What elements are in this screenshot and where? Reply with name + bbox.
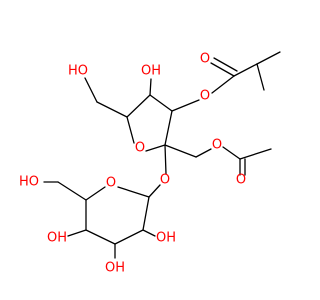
atom-label: OH — [105, 261, 125, 276]
bond — [142, 229, 156, 237]
structure-svg: HO OH O O O O O O HO O OH OH OH — [19, 51, 281, 276]
bond — [256, 51, 281, 65]
bond — [210, 62, 235, 77]
atom-label: O — [160, 173, 170, 188]
bond — [96, 101, 128, 118]
bond — [149, 94, 173, 112]
bond — [222, 146, 241, 160]
bond — [164, 144, 167, 175]
atom-label: O — [200, 89, 210, 104]
bond — [126, 116, 135, 144]
bond — [164, 144, 197, 158]
bond — [142, 196, 150, 231]
atom-label: O — [236, 173, 246, 188]
bond — [211, 75, 235, 94]
bond — [195, 148, 212, 158]
bond — [213, 57, 238, 72]
bond — [117, 186, 150, 198]
atom-label: OH — [141, 64, 161, 79]
bond — [114, 229, 144, 245]
bond — [126, 94, 151, 118]
bond — [149, 78, 152, 96]
atom-label: HO — [68, 64, 88, 79]
bonds — [43, 51, 281, 259]
bond — [85, 229, 116, 245]
bond — [85, 186, 106, 201]
atom-label: OH — [156, 231, 176, 246]
atom-label: OH — [47, 231, 67, 246]
atom-labels: HO OH O O O O O O HO O OH OH OH — [19, 52, 246, 276]
atom-label: HO — [19, 175, 39, 190]
bond — [256, 63, 265, 91]
bond — [148, 184, 161, 198]
bond — [145, 144, 166, 152]
bond — [164, 110, 173, 146]
atom-label: O — [212, 138, 222, 153]
molecule-diagram: HO OH O O O O O O HO O OH OH OH — [18, 51, 281, 276]
bond — [67, 229, 87, 237]
bond — [57, 181, 87, 201]
bond — [84, 77, 98, 103]
atom-label: O — [200, 52, 210, 67]
atom-label: O — [106, 176, 116, 191]
bond — [239, 148, 272, 160]
bond — [171, 99, 200, 112]
bond — [233, 63, 258, 77]
atom-label: O — [135, 141, 145, 156]
